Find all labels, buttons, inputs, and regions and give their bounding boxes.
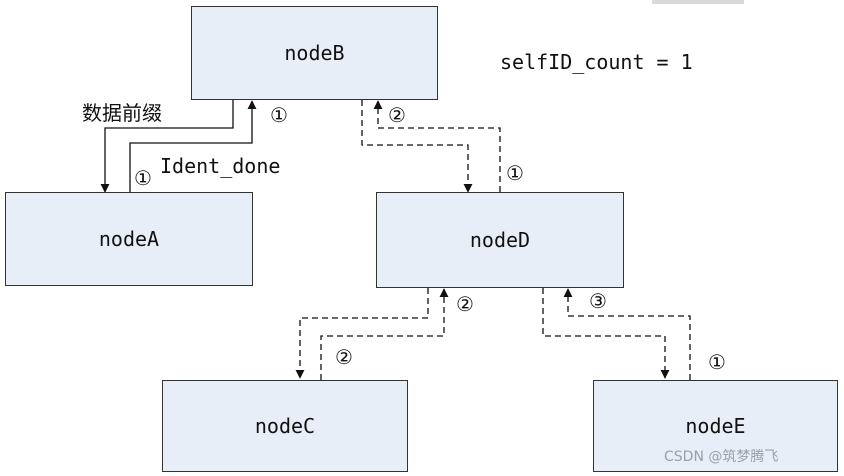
ident-done-label: Ident_done [160,154,281,178]
edge-b-to-a [100,100,234,193]
node-a: nodeA [5,192,253,286]
step-d-to-b-marker: ① [506,161,524,185]
node-e: nodeE [593,380,838,472]
top-edge-bar [652,0,744,4]
edge-d-to-e [542,288,670,379]
step-b-to-a-marker: ① [270,103,288,127]
node-b: nodeB [191,6,438,100]
step-e-to-d-marker: ① [708,350,726,374]
node-d: nodeD [376,192,624,288]
edge-d-to-b [373,100,501,192]
data-prefix-label: 数据前缀 [82,101,162,125]
watermark: CSDN @筑梦腾飞 [664,449,779,465]
node-e-label: nodeE [685,414,746,438]
step-d-to-e-marker: ③ [589,289,607,313]
node-c-label: nodeC [254,414,316,438]
node-d-label: nodeD [469,228,531,252]
edge-e-to-d [563,288,691,380]
node-c: nodeC [162,380,408,472]
step-b-to-d-marker: ② [388,103,406,127]
step-d-to-c-marker: ② [335,345,353,369]
edge-d-to-c [295,288,429,379]
edge-a-to-b [129,100,257,192]
node-b-label: nodeB [284,41,345,65]
step-a-to-b-marker: ① [134,166,152,190]
step-c-to-d-marker: ② [456,292,474,316]
selfid-count-label: selfID_count = 1 [500,50,693,74]
edge-c-to-d [320,288,449,380]
edge-b-to-d [361,100,473,193]
node-a-label: nodeA [98,227,160,251]
